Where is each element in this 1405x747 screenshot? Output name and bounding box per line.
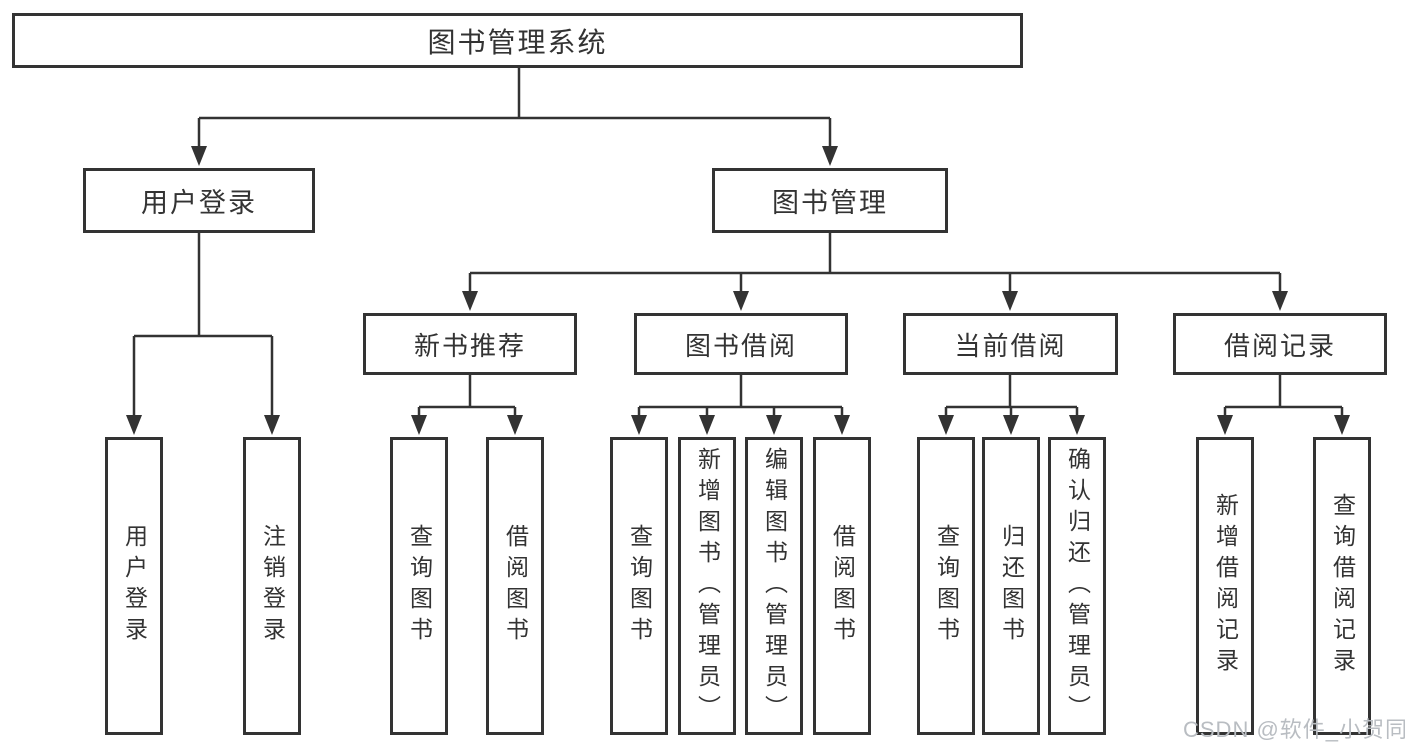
leaf-logout: 注销登录 [243,437,301,735]
arrowheads [126,146,1350,435]
leaf-bb-add-books-admin-label: 新增图书（管理员） [694,446,721,726]
leaf-bb-query-books-label: 查询图书 [626,524,653,648]
node-book-management: 图书管理 [712,168,948,233]
leaf-bb-add-books-admin: 新增图书（管理员） [678,437,736,735]
leaf-user-login-label: 用户登录 [121,524,148,648]
leaf-cb-confirm-return-admin-label: 确认归还（管理员） [1064,446,1091,726]
leaf-nb-borrow-books-label: 借阅图书 [502,524,529,648]
leaf-br-query-record-label: 查询借阅记录 [1329,493,1356,679]
leaf-br-add-record: 新增借阅记录 [1196,437,1254,735]
leaf-logout-label: 注销登录 [259,524,286,648]
leaf-br-add-record-label: 新增借阅记录 [1212,493,1239,679]
node-user-login: 用户登录 [83,168,315,233]
csdn-watermark: CSDN @软件_小贺同学 [1183,717,1405,742]
leaf-cb-confirm-return-admin: 确认归还（管理员） [1048,437,1106,735]
leaf-bb-query-books: 查询图书 [610,437,668,735]
leaf-bb-borrow-books: 借阅图书 [813,437,871,735]
leaf-nb-borrow-books: 借阅图书 [486,437,544,735]
leaf-cb-query-books-label: 查询图书 [933,524,960,648]
leaf-bb-borrow-books-label: 借阅图书 [829,524,856,648]
leaf-user-login: 用户登录 [105,437,163,735]
leaf-nb-query-books-label: 查询图书 [406,524,433,648]
leaf-cb-query-books: 查询图书 [917,437,975,735]
node-borrow-records: 借阅记录 [1173,313,1387,375]
leaf-cb-return-books-label: 归还图书 [998,524,1025,648]
leaf-bb-edit-books-admin-label: 编辑图书（管理员） [761,446,788,726]
leaf-br-query-record: 查询借阅记录 [1313,437,1371,735]
leaf-cb-return-books: 归还图书 [982,437,1040,735]
node-current-borrowing: 当前借阅 [903,313,1118,375]
node-new-book-recommend: 新书推荐 [363,313,577,375]
node-book-borrowing: 图书借阅 [634,313,848,375]
leaf-nb-query-books: 查询图书 [390,437,448,735]
node-root-library-management-system: 图书管理系统 [12,13,1023,68]
leaf-bb-edit-books-admin: 编辑图书（管理员） [745,437,803,735]
